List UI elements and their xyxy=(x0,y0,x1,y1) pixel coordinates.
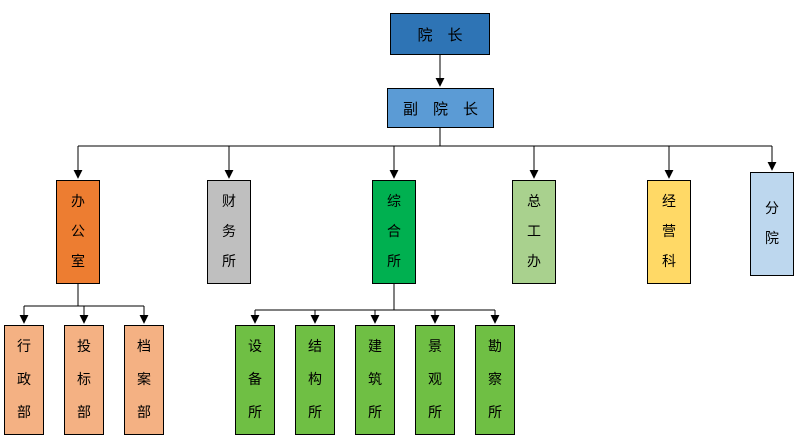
node-chief-engineer-office: 总 工 办 xyxy=(512,180,556,284)
node-landscape-institute: 景 观 所 xyxy=(415,325,455,435)
node-survey-institute: 勘 察 所 xyxy=(475,325,515,435)
node-branch: 分 院 xyxy=(750,172,794,276)
node-vice-dean: 副 院 长 xyxy=(387,88,494,128)
node-general-institute: 综 合 所 xyxy=(372,180,416,284)
node-equipment-institute: 设 备 所 xyxy=(235,325,275,435)
node-architecture-institute: 建 筑 所 xyxy=(355,325,395,435)
node-business-section: 经 营 科 xyxy=(647,180,691,284)
node-dean: 院 长 xyxy=(390,13,490,55)
node-office: 办 公 室 xyxy=(56,180,100,284)
node-admin-dept: 行 政 部 xyxy=(4,325,44,435)
node-structure-institute: 结 构 所 xyxy=(295,325,335,435)
node-archives-dept: 档 案 部 xyxy=(124,325,164,435)
node-bidding-dept: 投 标 部 xyxy=(64,325,104,435)
node-finance-institute: 财 务 所 xyxy=(207,180,251,284)
